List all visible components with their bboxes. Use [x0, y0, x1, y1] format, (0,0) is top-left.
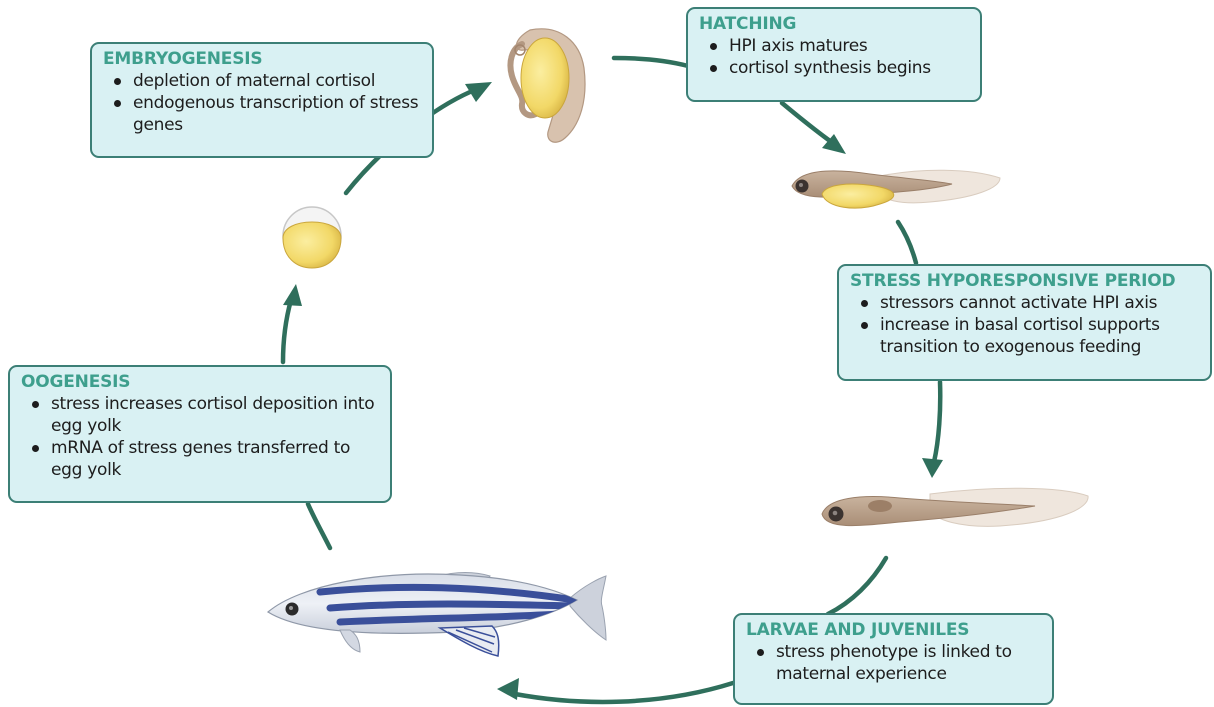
- larva-icon: [822, 488, 1088, 526]
- stage-title: LARVAE AND JUVENILES: [746, 620, 1042, 640]
- stage-point: endogenous transcription of stress genes: [103, 92, 422, 136]
- arrow-embryo-to-hatching: [614, 58, 688, 66]
- arrow-juveniles-to-adult: [515, 683, 733, 702]
- stage-title: EMBRYOGENESIS: [103, 49, 422, 69]
- stage-point: HPI axis matures: [699, 35, 970, 57]
- arrowhead-adult: [497, 678, 519, 700]
- arrow-oogenesis-to-egg: [283, 300, 291, 362]
- stage-point: stress increases cortisol deposition int…: [21, 393, 380, 437]
- hatchling-icon: [792, 170, 1000, 208]
- stage-point: increase in basal cortisol supports tran…: [850, 314, 1200, 358]
- stage-title: OOGENESIS: [21, 372, 380, 392]
- stage-title: STRESS HYPORESPONSIVE PERIOD: [850, 271, 1200, 291]
- arrow-adult-to-oogenesis: [308, 504, 330, 548]
- arrowhead-larva: [922, 458, 943, 478]
- arrow-larva-to-juveniles: [828, 558, 886, 614]
- arrow-shp-to-larva: [934, 382, 940, 462]
- arrow-hatchling-to-shp: [898, 222, 916, 263]
- stage-box-stress-hyporesponsive-period: STRESS HYPORESPONSIVE PERIOD stressors c…: [837, 264, 1212, 381]
- stage-point: stress phenotype is linked to maternal e…: [746, 641, 1042, 685]
- stage-box-larvae-and-juveniles: LARVAE AND JUVENILES stress phenotype is…: [733, 613, 1054, 705]
- embryo-icon: [510, 29, 585, 142]
- arrow-hatching-to-hatchling: [782, 103, 830, 141]
- stage-point: stressors cannot activate HPI axis: [850, 292, 1200, 314]
- arrowhead-egg: [283, 284, 302, 306]
- stage-box-oogenesis: OOGENESIS stress increases cortisol depo…: [8, 365, 392, 503]
- egg-icon: [283, 207, 341, 268]
- stage-point: depletion of maternal cortisol: [103, 70, 422, 92]
- stage-point: cortisol synthesis begins: [699, 57, 970, 79]
- adult-zebrafish-icon: [268, 573, 606, 656]
- stage-box-embryogenesis: EMBRYOGENESIS depletion of maternal cort…: [90, 42, 434, 158]
- stage-box-hatching: HATCHING HPI axis matures cortisol synth…: [686, 7, 982, 102]
- stage-title: HATCHING: [699, 14, 970, 34]
- stage-point: mRNA of stress genes transferred to egg …: [21, 437, 380, 481]
